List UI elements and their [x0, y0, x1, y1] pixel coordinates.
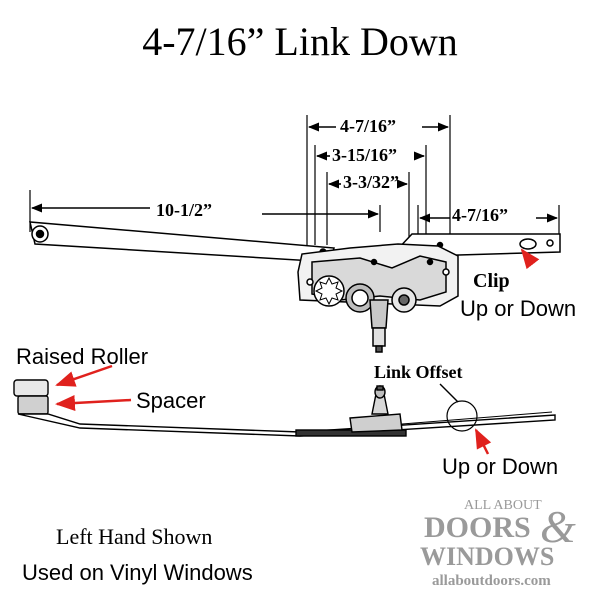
page-title: 4-7/16” Link Down — [142, 19, 458, 64]
clip-label: Clip — [473, 270, 510, 292]
link-offset-marker — [446, 400, 478, 432]
all-about-doors-windows-logo: ALL ABOUT DOORS & WINDOWS allaboutdoors.… — [420, 498, 576, 589]
link-offset-leader — [439, 383, 459, 403]
side-view — [13, 379, 556, 437]
main-arm — [29, 221, 335, 263]
extension-lines — [29, 115, 560, 245]
dimension-main-arm: 10-1/2” — [156, 200, 212, 220]
raised-roller-label: Raised Roller — [16, 344, 149, 369]
callout-arrows — [55, 248, 540, 455]
logo-url: allaboutdoors.com — [432, 573, 551, 589]
dimension-lines — [30, 122, 559, 223]
offset-sub-label: Up or Down — [442, 454, 559, 479]
operator-housing — [297, 243, 459, 353]
dimension-middle: 3-15/16” — [332, 145, 397, 165]
logo-line3: WINDOWS — [420, 542, 554, 571]
footer-usage-note: Used on Vinyl Windows — [22, 560, 253, 585]
link-offset-label: Link Offset — [374, 362, 463, 382]
clip-sub-label: Up or Down — [460, 296, 577, 321]
footer-hand-note: Left Hand Shown — [56, 524, 213, 549]
logo-ampersand: & — [540, 501, 576, 552]
dimension-link: 4-7/16” — [452, 205, 508, 225]
dimension-lower: 3-3/32” — [343, 172, 399, 192]
logo-line1: ALL ABOUT — [464, 498, 542, 513]
dimension-top: 4-7/16” — [340, 116, 396, 136]
spacer-label: Spacer — [136, 388, 206, 413]
logo-line2: DOORS — [424, 511, 531, 544]
